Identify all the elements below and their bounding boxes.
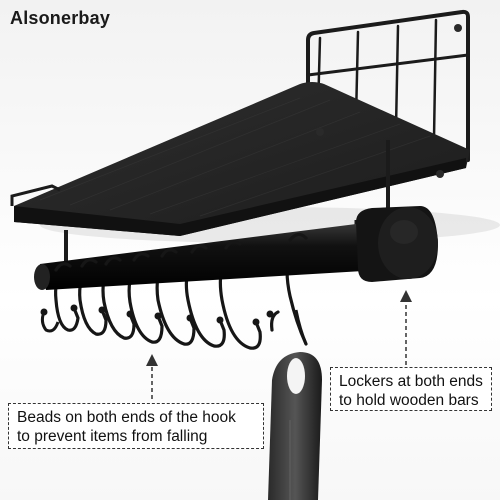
s-hook xyxy=(270,310,280,332)
hanging-rod xyxy=(40,222,380,290)
hook-beads xyxy=(40,304,274,326)
brand-logo: Alsonerbay xyxy=(10,8,111,28)
hanging-utensil xyxy=(268,309,322,500)
wall-screw xyxy=(454,24,462,32)
callout-line: to prevent items from falling xyxy=(17,428,208,445)
callout-line: Lockers at both ends xyxy=(339,373,483,390)
wood-shelf xyxy=(14,82,470,236)
callout-hook-beads: Beads on both ends of the hook to preven… xyxy=(8,403,264,449)
front-rail xyxy=(10,184,61,206)
rod-left-end xyxy=(34,264,50,290)
leader-arrow-lockers xyxy=(400,290,412,302)
callout-line: to hold wooden bars xyxy=(339,392,479,409)
callout-line: Beads on both ends of the hook xyxy=(17,409,236,426)
leader-arrow-beads xyxy=(146,354,158,366)
wood-shelf-edge xyxy=(14,158,466,236)
right-locker xyxy=(356,206,438,282)
callout-lockers: Lockers at both ends to hold wooden bars xyxy=(330,367,492,411)
